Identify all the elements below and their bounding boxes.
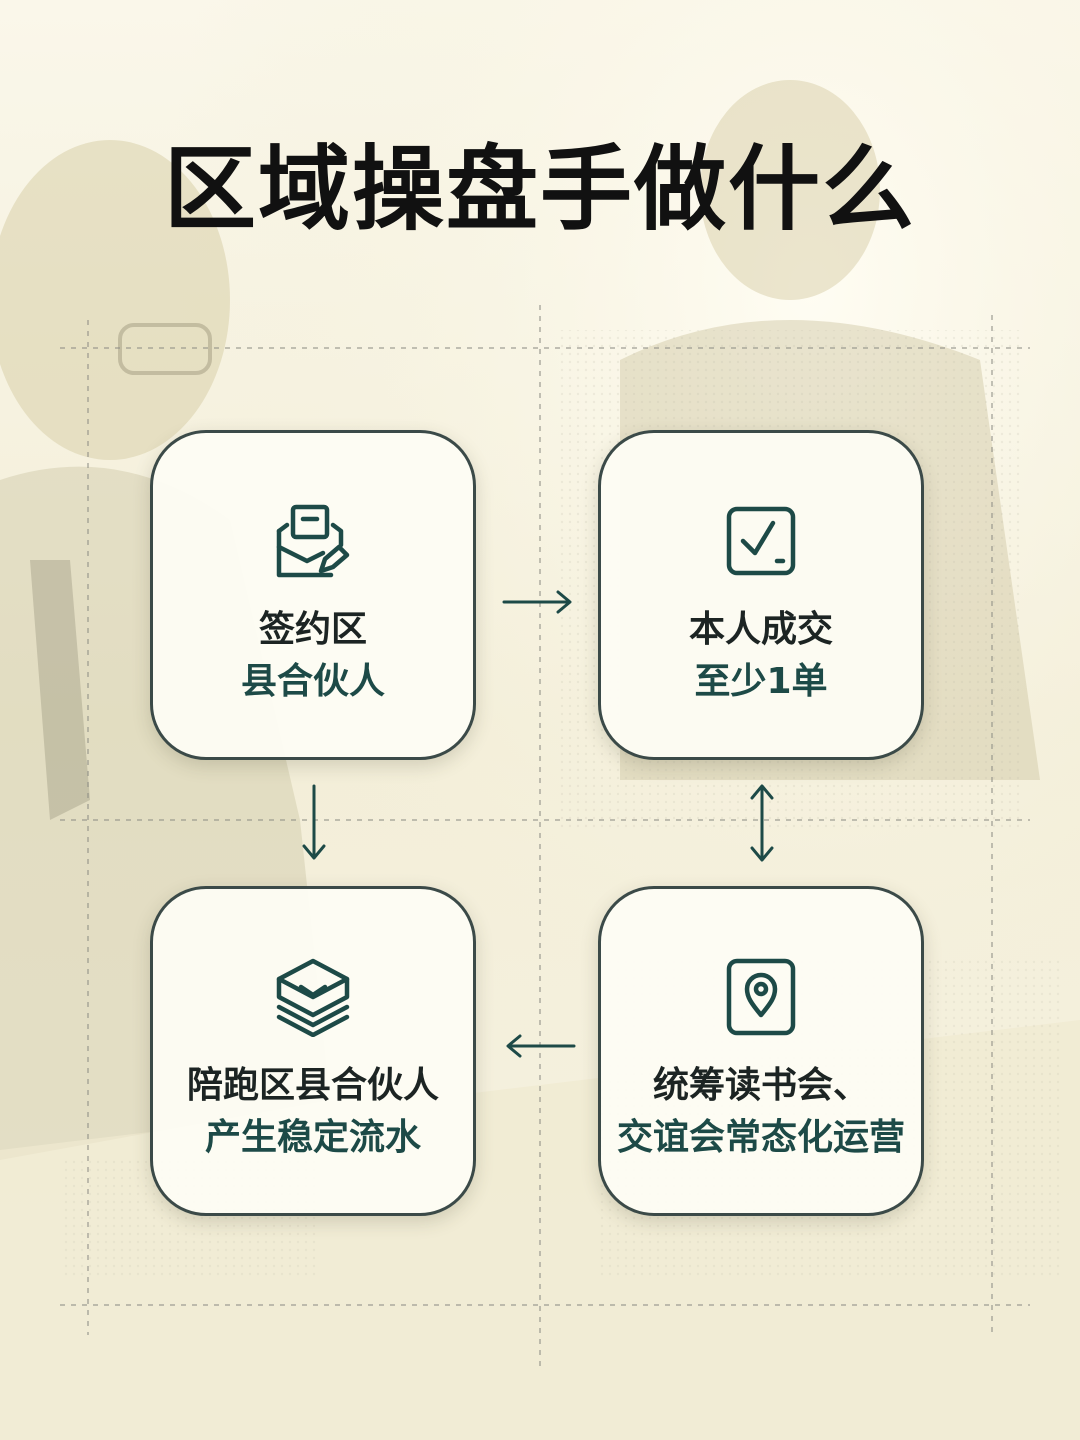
step-line1: 陪跑区县合伙人: [186, 1065, 439, 1106]
step-line1: 统筹读书会、: [652, 1065, 869, 1106]
sign-contract-icon: [276, 504, 350, 578]
check-box-icon: [726, 506, 796, 576]
layers-icon: [276, 958, 350, 1037]
arrow-left-icon: [506, 1034, 576, 1058]
arrow-down-icon: [302, 784, 326, 860]
step-card-book-club-ops: 统筹读书会、 交谊会常态化运营: [598, 886, 924, 1216]
page-title: 区域操盘手做什么: [163, 136, 916, 243]
step-card-accompany-partner: 陪跑区县合伙人 产生稳定流水: [150, 886, 476, 1216]
step-line2: 交谊会常态化运营: [616, 1117, 905, 1158]
step-line2: 产生稳定流水: [204, 1117, 421, 1158]
location-pin-icon: [726, 958, 796, 1036]
step-line1: 签约区: [258, 609, 367, 650]
arrow-up-down-icon: [750, 784, 774, 862]
step-line2: 县合伙人: [240, 661, 385, 702]
step-line1: 本人成交: [688, 609, 833, 650]
step-card-sign-partner: 签约区 县合伙人: [150, 430, 476, 760]
arrow-right-icon: [502, 590, 572, 614]
step-card-personal-deal: 本人成交 至少1单: [598, 430, 924, 760]
step-line2: 至少1单: [694, 661, 828, 702]
